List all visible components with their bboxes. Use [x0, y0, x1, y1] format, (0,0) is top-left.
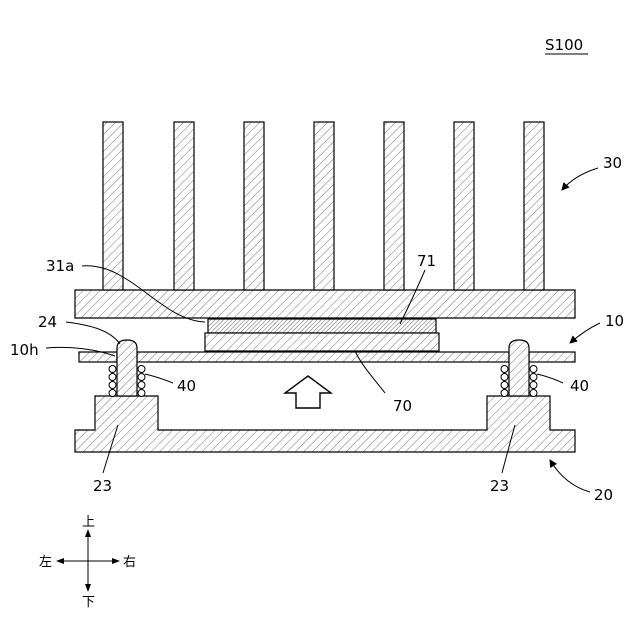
label-boss-right: 23 — [490, 477, 509, 495]
label-board: 10 — [605, 312, 624, 330]
label-board-hole: 10h — [10, 341, 39, 359]
label-spring-right: 40 — [570, 377, 589, 395]
direction-up-label: 上 — [82, 515, 95, 530]
housing — [75, 396, 575, 452]
label-component: 70 — [393, 397, 412, 415]
leader-housing — [550, 460, 590, 492]
direction-right-label: 右 — [123, 555, 136, 570]
direction-down-label: 下 — [82, 595, 95, 610]
leader-heatsink — [562, 168, 598, 190]
direction-indicator: 上 下 左 右 — [39, 515, 136, 610]
label-pin: 24 — [38, 313, 57, 331]
label-heatsink: 30 — [603, 154, 622, 172]
label-spring-left: 40 — [177, 377, 196, 395]
pin-left — [117, 340, 137, 396]
leader-board — [570, 323, 600, 343]
label-housing: 20 — [594, 486, 613, 504]
up-arrow-icon — [285, 376, 331, 408]
figure-id-label: S100 — [545, 36, 583, 54]
pin-right — [509, 340, 529, 396]
heatsink — [75, 122, 575, 318]
label-heatsink-surface: 31a — [46, 257, 74, 275]
electronic-component — [205, 333, 439, 351]
label-boss-left: 23 — [93, 477, 112, 495]
leader-spring-left — [145, 374, 173, 383]
leader-pin — [66, 322, 120, 344]
leader-spring-right — [537, 374, 563, 383]
direction-left-label: 左 — [39, 555, 52, 570]
circuit-board — [79, 352, 575, 362]
label-thermal-sheet: 71 — [417, 252, 436, 270]
